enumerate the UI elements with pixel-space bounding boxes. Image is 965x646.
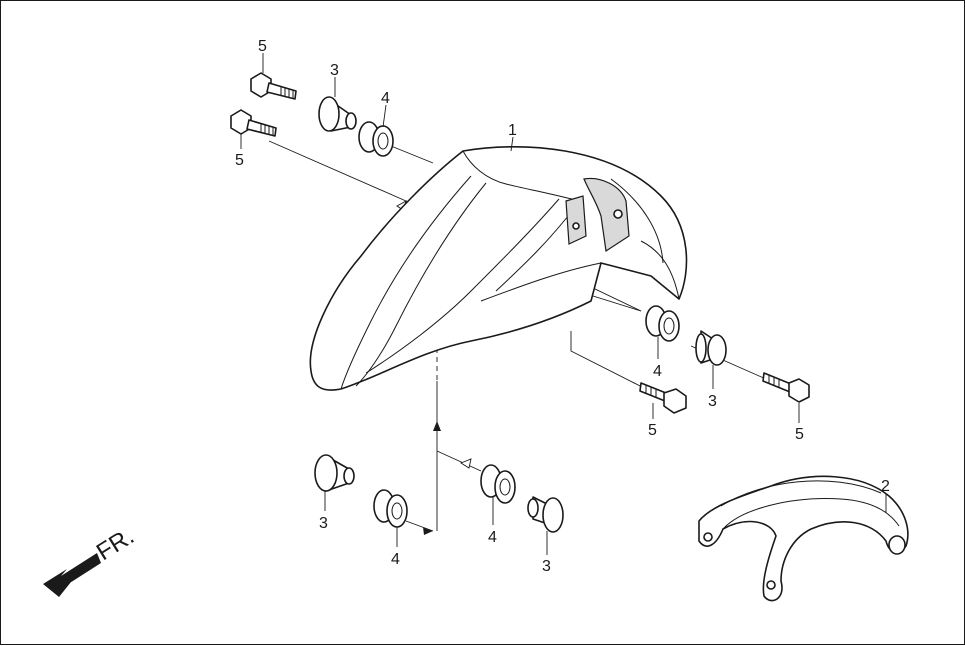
- bolt-upper-2: [230, 109, 277, 137]
- label-bolt: 5: [648, 422, 657, 439]
- front-fender: [309, 145, 688, 391]
- label-collar: 3: [542, 558, 551, 575]
- label-bolt: 5: [795, 426, 804, 443]
- grommet-top: [358, 121, 394, 157]
- label-grommet: 4: [653, 363, 662, 380]
- collar-bottom-left: [314, 454, 355, 492]
- callout-leaders: [240, 53, 887, 555]
- collar-right: [695, 330, 727, 366]
- label-bolt: 5: [235, 152, 244, 169]
- label-grommet: 4: [391, 551, 400, 568]
- grommet-bottom-left: [373, 489, 408, 528]
- grommet-right: [645, 305, 680, 342]
- bolt-upper-1: [250, 72, 297, 100]
- grommet-bottom-right: [480, 464, 516, 504]
- bolt-right-1: [639, 382, 687, 414]
- label-fender: 1: [508, 122, 517, 139]
- collar-bottom-right: [527, 496, 564, 533]
- label-bracket: 2: [881, 478, 890, 495]
- front-direction-indicator: FR.: [43, 523, 139, 597]
- label-collar: 3: [319, 515, 328, 532]
- fender-bracket: [698, 475, 909, 602]
- label-collar: 3: [708, 393, 717, 410]
- label-grommet: 4: [488, 529, 497, 546]
- callout-labels: 5 3 4 5 1 4 3 5 5 2 3 4 4 3: [235, 38, 890, 575]
- label-grommet: 4: [381, 90, 390, 107]
- label-bolt: 5: [258, 38, 267, 55]
- label-collar: 3: [330, 62, 339, 79]
- front-arrow-icon: [43, 553, 101, 597]
- bolt-right-2: [762, 372, 810, 403]
- collar-top: [318, 96, 357, 132]
